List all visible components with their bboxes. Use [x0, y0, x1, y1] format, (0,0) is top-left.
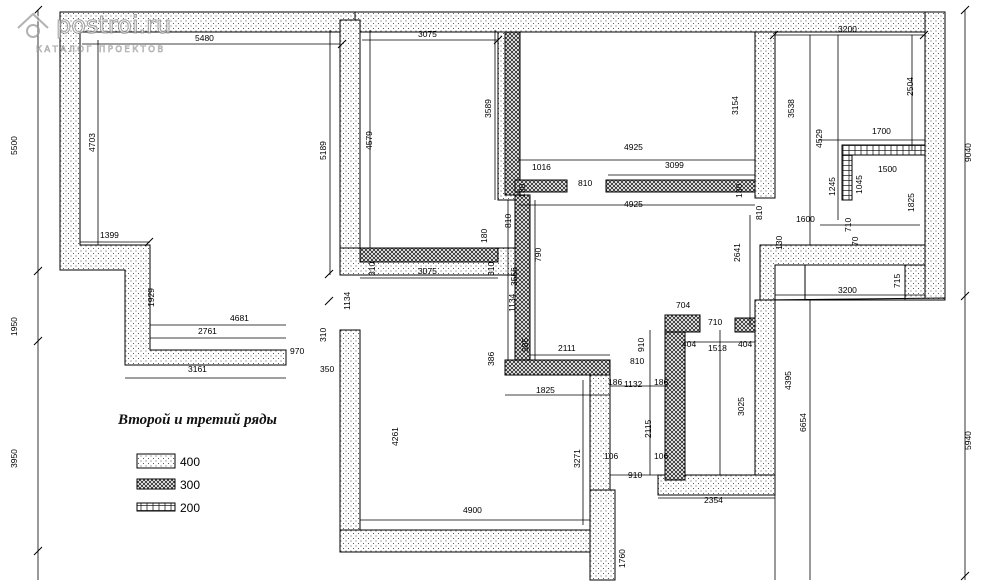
dim-label: 3200 [838, 285, 857, 295]
dim-label: 4925 [624, 142, 643, 152]
dim-label: 910 [628, 470, 642, 480]
dim-label: 1950 [9, 317, 19, 336]
watermark-logo: postroi.ru КАТАЛОГ ПРОЕКТОВ [16, 10, 172, 55]
dim-label: 130 [734, 184, 744, 198]
walls-400 [59, 11, 946, 581]
dim-label: 310 [486, 262, 496, 276]
dim-label: 2641 [732, 243, 742, 262]
dim-label: 810 [754, 206, 764, 220]
dim-label: 4395 [783, 371, 793, 390]
dim-label: 4703 [87, 133, 97, 152]
dim-label: 5480 [195, 33, 214, 43]
dim-label: 350 [320, 364, 334, 374]
dimension-lines [37, 10, 966, 580]
dim-label: 3538 [786, 99, 796, 118]
dim-label: 130 [517, 184, 527, 198]
dim-label: 130 [774, 236, 784, 250]
dim-label: 310 [318, 328, 328, 342]
dim-label: 3099 [665, 160, 684, 170]
legend-title: Второй и третий ряды [117, 412, 277, 428]
legend-label-400: 400 [180, 455, 200, 469]
legend-swatch-400 [136, 453, 176, 469]
dimension-labels: 5480 3075 3200 5500 4703 5189 4579 3589 … [9, 24, 973, 568]
dim-label: 186 [654, 377, 668, 387]
dim-label: 3200 [838, 24, 857, 34]
dim-label: 1399 [100, 230, 119, 240]
dim-label: 1245 [827, 177, 837, 196]
dim-label: 1600 [796, 214, 815, 224]
dim-label: 1132 [624, 379, 643, 389]
dim-label: 2761 [198, 326, 217, 336]
dim-label: 3589 [483, 99, 493, 118]
dim-label: 704 [676, 300, 690, 310]
dim-label: 790 [533, 248, 543, 262]
dim-label: 3075 [418, 266, 437, 276]
legend-swatch-200 [136, 502, 176, 512]
dim-label: 970 [290, 346, 304, 356]
dim-label: 404 [682, 339, 696, 349]
dim-label: 4925 [624, 199, 643, 209]
dim-label: 4529 [814, 129, 824, 148]
legend-label-300: 300 [180, 478, 200, 492]
watermark-tagline: КАТАЛОГ ПРОЕКТОВ [36, 45, 166, 55]
watermark-site: postroi.ru [56, 11, 171, 39]
dim-label: 70 [850, 236, 860, 246]
walls-300 [359, 31, 756, 481]
legend-swatch-300 [136, 478, 176, 490]
dim-label: 1825 [906, 193, 916, 212]
dimension-ticks [33, 5, 970, 581]
dim-label: 1700 [872, 126, 891, 136]
legend: Второй и третий ряды 400 300 200 [117, 412, 277, 515]
dim-label: 2354 [704, 495, 723, 505]
dim-label: 1134 [342, 291, 352, 310]
dim-label: 1760 [617, 549, 627, 568]
dim-label: 1825 [536, 385, 555, 395]
dim-label: 3025 [736, 397, 746, 416]
dim-label: 1045 [854, 175, 864, 194]
dim-label: 5500 [9, 136, 19, 155]
dim-label: 2504 [905, 77, 915, 96]
dim-label: 310 [367, 262, 377, 276]
dim-label: 9040 [963, 143, 973, 162]
house-icon [16, 11, 50, 38]
dim-label: 1518 [708, 343, 727, 353]
dim-label: 1016 [532, 162, 551, 172]
dim-label: 585 [520, 338, 530, 352]
dim-label: 1500 [878, 164, 897, 174]
dim-label: 3154 [730, 96, 740, 115]
dim-label: 5189 [318, 141, 328, 160]
dim-label: 710 [708, 317, 722, 327]
dim-label: 106 [654, 451, 668, 461]
dim-label: 2115 [643, 419, 653, 438]
dim-label: 810 [630, 356, 644, 366]
dim-label: 710 [843, 218, 853, 232]
dim-label: 386 [486, 352, 496, 366]
dim-label: 186 [608, 377, 622, 387]
dim-label: 3556 [509, 267, 519, 286]
dim-label: 3161 [188, 364, 207, 374]
dim-label: 3950 [9, 449, 19, 468]
dim-label: 4261 [390, 427, 400, 446]
dim-label: 2111 [558, 343, 576, 353]
dim-label: 4579 [364, 131, 374, 150]
walls-200 [841, 144, 926, 201]
dim-label: 1134 [507, 293, 517, 312]
dim-label: 404 [738, 339, 752, 349]
dim-label: 3075 [418, 29, 437, 39]
legend-label-200: 200 [180, 501, 200, 515]
dim-label: 715 [892, 274, 902, 288]
dim-label: 910 [636, 338, 646, 352]
dim-label: 6654 [798, 413, 808, 432]
dim-label: 810 [503, 214, 513, 228]
dim-label: 4900 [463, 505, 482, 515]
dim-label: 1929 [146, 288, 156, 307]
dim-label: 106 [604, 451, 618, 461]
dim-label: 180 [479, 229, 489, 243]
dim-label: 4681 [230, 313, 249, 323]
dim-label: 3271 [572, 449, 582, 468]
dim-label: 5940 [963, 431, 973, 450]
dim-label: 810 [578, 178, 592, 188]
